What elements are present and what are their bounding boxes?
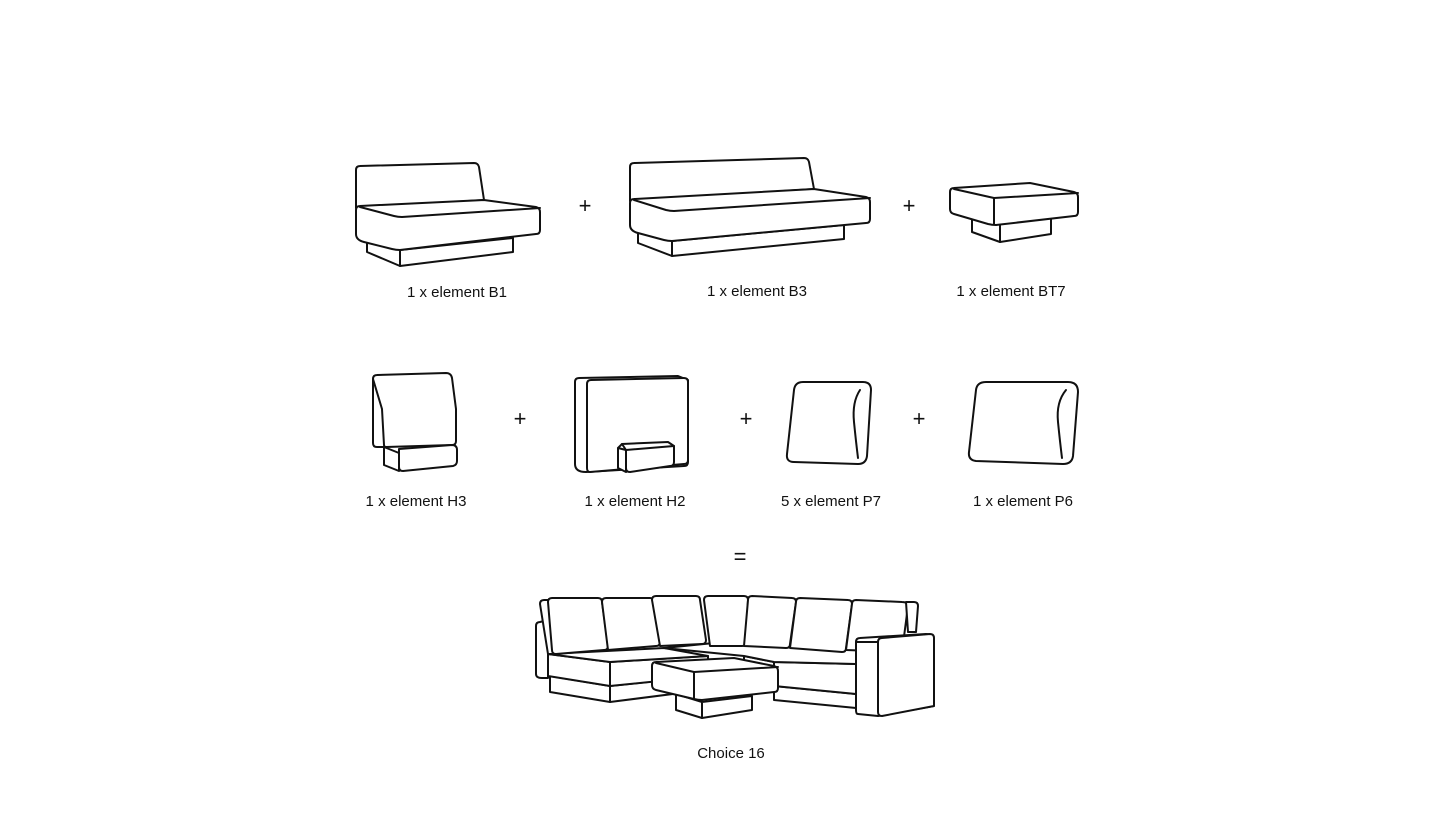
corner-sofa-configuration-icon [535,595,935,719]
h3-label: 1 x element H3 [365,493,467,510]
plus-operator: + [912,406,926,431]
table-module-bt7-icon [949,182,1079,243]
armrest-module-h2-icon [574,375,689,473]
bt7-label: 1 x element BT7 [956,283,1066,300]
plus-operator: + [513,406,527,431]
p7-label: 5 x element P7 [780,493,882,510]
result-label: Choice 16 [697,745,765,762]
equals-operator: = [733,544,747,569]
cushion-p6-icon [967,381,1079,465]
sofa-module-b3-icon [629,157,871,257]
b1-label: 1 x element B1 [406,284,508,301]
sofa-module-b1-icon [355,162,541,267]
armrest-module-h3-icon [372,372,458,472]
h2-label: 1 x element H2 [584,493,686,510]
b3-label: 1 x element B3 [706,283,808,300]
cushion-p7-icon [785,381,872,465]
plus-operator: + [739,406,753,431]
plus-operator: + [578,193,592,218]
plus-operator: + [902,193,916,218]
p6-label: 1 x element P6 [972,493,1074,510]
